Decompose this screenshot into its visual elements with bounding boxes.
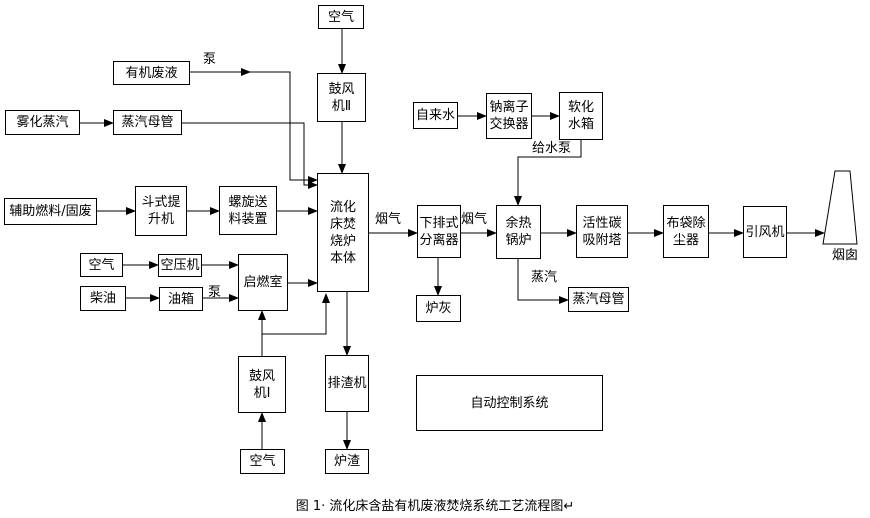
soft-tank-box: 软化 水箱 (559, 92, 603, 140)
steam-header1-box: 蒸汽母管 (113, 110, 182, 135)
atomizing-steam-box: 雾化蒸汽 (5, 110, 80, 135)
flue-gas1-label: 烟气 (375, 212, 402, 227)
aux-fuel-box: 辅助燃料/固废 (4, 198, 97, 225)
ion-exchanger-box: 钠离子 交换器 (486, 93, 532, 139)
chimney-label: 烟囱 (832, 248, 859, 263)
steam-label: 蒸汽 (531, 270, 558, 285)
steam-header2-box: 蒸汽母管 (568, 287, 629, 312)
pump1-label: 泵 (203, 52, 217, 67)
line-steamheader-furnace (182, 122, 318, 189)
auto-control-box: 自动控制系统 (416, 375, 603, 431)
air-top-box: 空气 (318, 5, 364, 29)
bag-filter-box: 布袋除 尘器 (663, 205, 709, 258)
chimney-shape (822, 170, 858, 245)
ignition-box: 启燃室 (238, 254, 288, 311)
blower1-box: 鼓风 机Ⅰ (238, 356, 286, 413)
figure-caption: 图 1· 流化床含盐有机废液焚烧系统工艺流程图↵ (295, 499, 575, 514)
air-bottom-box: 空气 (240, 449, 285, 474)
carbon-tower-box: 活性碳 吸附塔 (576, 205, 628, 258)
line-tank-boiler (514, 140, 582, 206)
feed-pump-label: 给水泵 (532, 141, 572, 156)
tap-water-box: 自来水 (413, 102, 458, 129)
screw-feeder-box: 螺旋送 料装置 (219, 186, 277, 235)
flue-gas2-label: 烟气 (461, 212, 488, 227)
blower2-box: 鼓风 机Ⅱ (317, 73, 366, 122)
slag-machine-box: 排渣机 (325, 355, 369, 412)
organic-waste-box: 有机废液 (113, 61, 190, 85)
line-boiler-steamheader (517, 259, 569, 304)
bucket-elevator-box: 斗式提 升机 (135, 186, 187, 236)
diesel-box: 柴油 (80, 286, 126, 311)
furnace-box: 流化 床焚 烧炉 本体 (317, 173, 369, 292)
line-pump-furnace (250, 71, 318, 184)
air-left-box: 空气 (80, 253, 123, 277)
separator-box: 下排式 分离器 (417, 205, 461, 258)
boiler-box: 余热 锅炉 (496, 205, 541, 259)
compressor-box: 空压机 (158, 254, 202, 277)
pump2-label: 泵 (208, 285, 222, 300)
oil-tank-box: 油箱 (159, 287, 203, 311)
ash-box: 炉灰 (416, 295, 461, 322)
induced-fan-box: 引风机 (743, 206, 787, 258)
line-blower1-furnace (262, 293, 330, 335)
slag-box: 炉渣 (325, 449, 369, 474)
